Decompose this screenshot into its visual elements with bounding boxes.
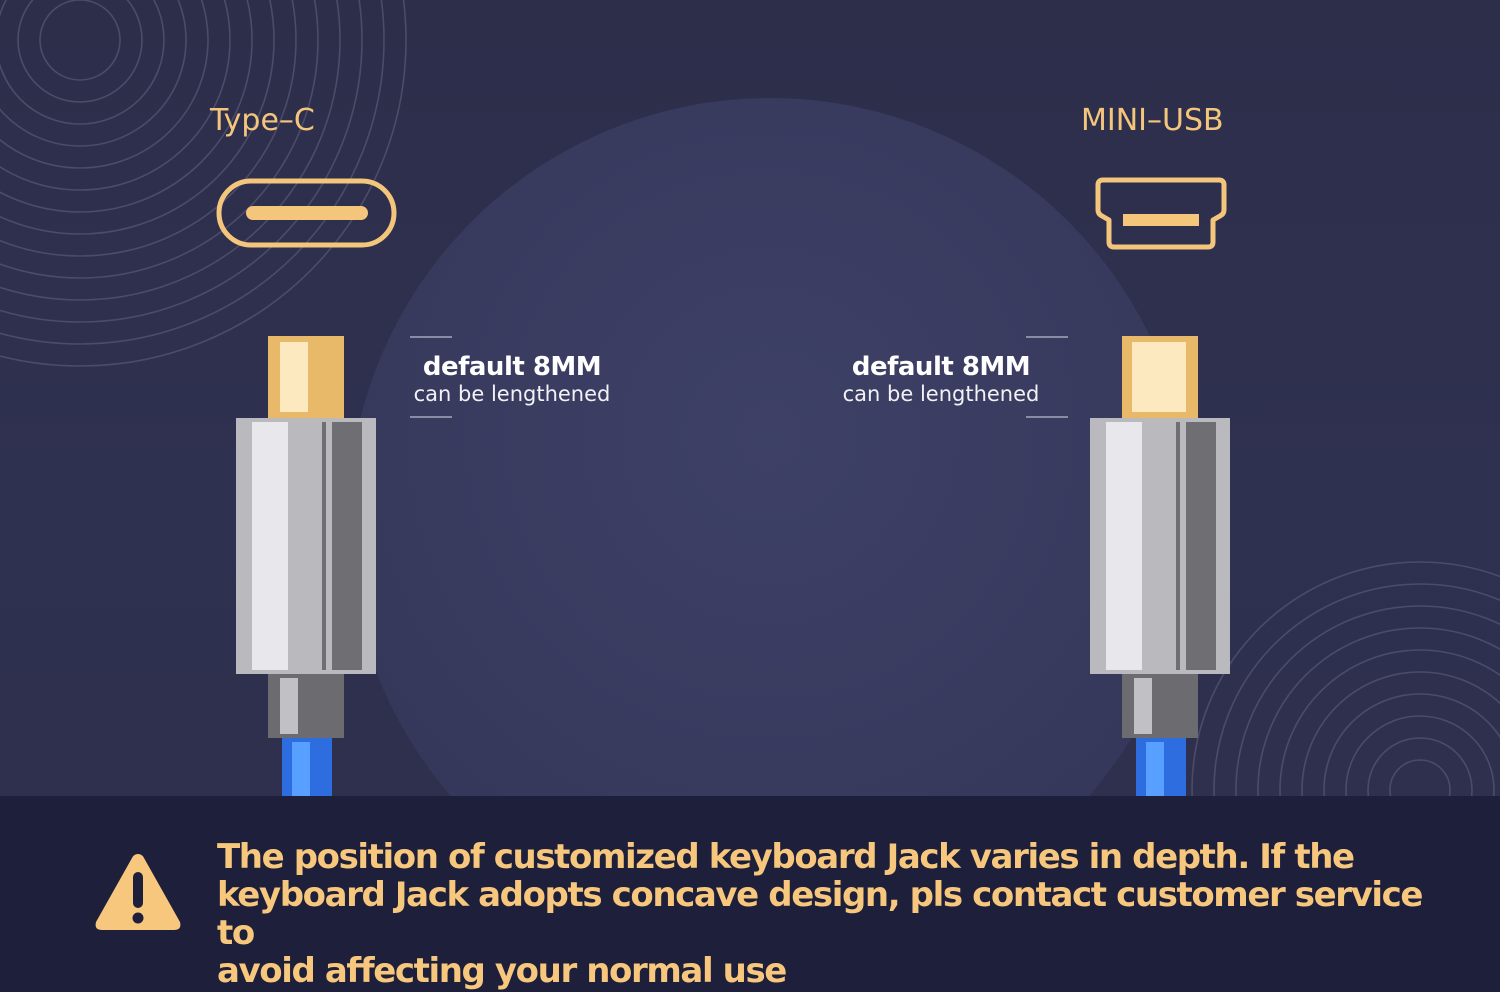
mini-usb-note-sub: can be lengthened bbox=[842, 382, 1040, 406]
type-c-length-note: default 8MM can be lengthened bbox=[382, 352, 642, 406]
type-c-bottom-rule bbox=[410, 416, 452, 418]
mini-usb-label: MINI–USB bbox=[1081, 103, 1224, 138]
background-circle bbox=[348, 98, 1192, 942]
warning-banner bbox=[0, 796, 1500, 992]
warning-line-2: keyboard Jack adopts concave design, pls… bbox=[217, 875, 1423, 953]
mini-usb-cable-illustration bbox=[1090, 336, 1230, 796]
warning-line-1: The position of customized keyboard Jack… bbox=[217, 837, 1355, 877]
type-c-port-icon bbox=[216, 178, 397, 248]
warning-icon bbox=[95, 854, 181, 930]
mini-usb-length-note: default 8MM can be lengthened bbox=[811, 352, 1071, 406]
type-c-top-rule bbox=[410, 336, 452, 338]
warning-message: The position of customized keyboard Jack… bbox=[217, 838, 1467, 990]
type-c-note-sub: can be lengthened bbox=[413, 382, 611, 406]
mini-usb-note-main: default 8MM bbox=[851, 352, 1031, 382]
warning-line-3: avoid affecting your normal use bbox=[217, 951, 787, 991]
top-left-arcs bbox=[0, 0, 407, 367]
type-c-label: Type–C bbox=[210, 103, 315, 138]
mini-usb-top-rule bbox=[1026, 336, 1068, 338]
type-c-note-main: default 8MM bbox=[422, 352, 602, 382]
mini-usb-bottom-rule bbox=[1026, 416, 1068, 418]
type-c-cable-illustration bbox=[236, 336, 376, 796]
mini-usb-port-icon bbox=[1095, 177, 1227, 250]
